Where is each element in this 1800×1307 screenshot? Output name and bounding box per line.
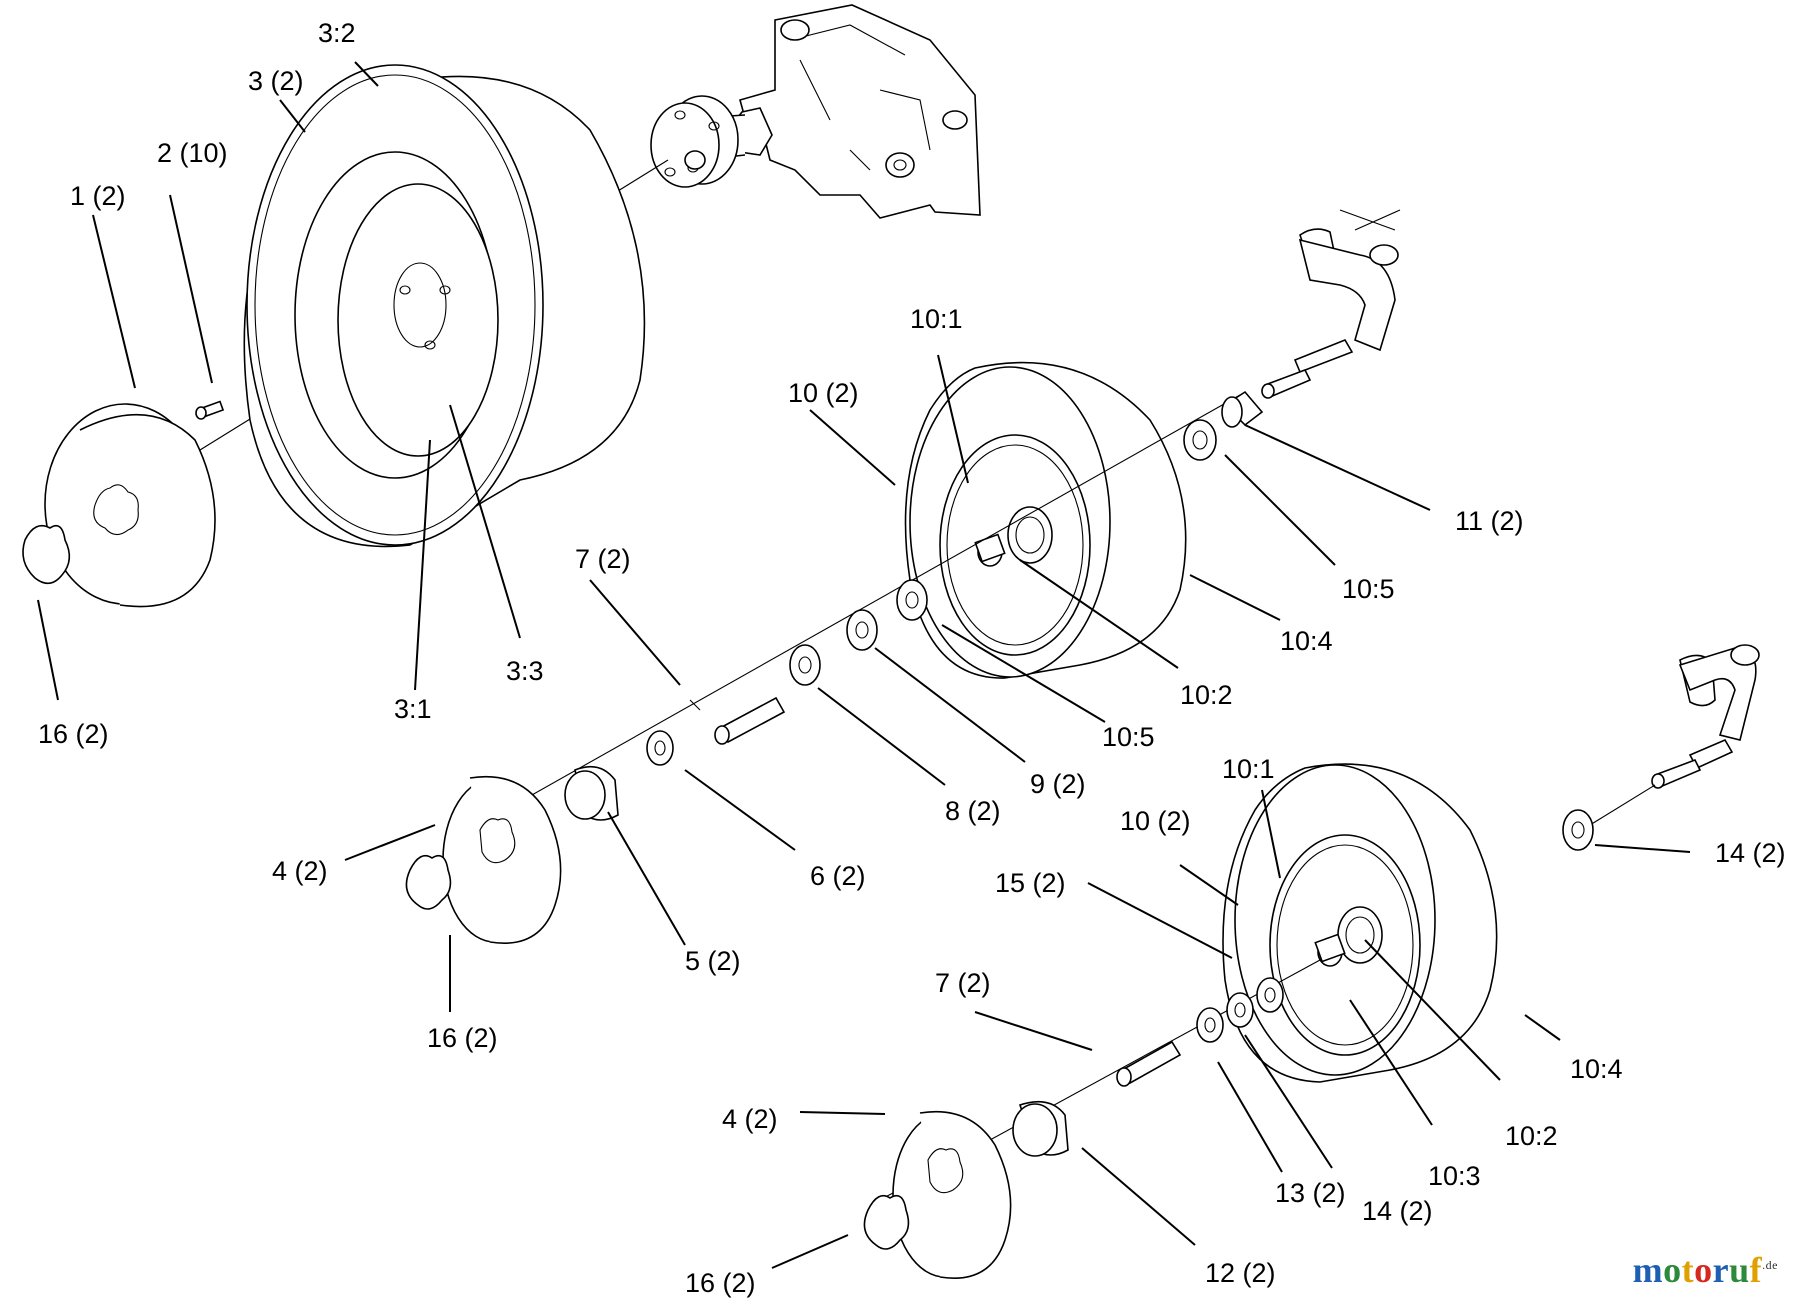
front-wheel-upper bbox=[904, 361, 1187, 679]
washer-15 bbox=[1256, 977, 1284, 1013]
callout-14-right: 14 (2) bbox=[1715, 838, 1786, 868]
callout-4-lower: 4 (2) bbox=[722, 1104, 778, 1134]
rear-cap-decal bbox=[22, 524, 71, 585]
callout-6: 6 (2) bbox=[810, 861, 866, 891]
callout-5: 5 (2) bbox=[685, 946, 741, 976]
rear-wheel bbox=[243, 64, 646, 548]
callout-10-upper: 10 (2) bbox=[788, 378, 859, 408]
logo-suffix: .de bbox=[1762, 1258, 1778, 1272]
front-hub-cap-upper bbox=[442, 775, 562, 944]
steering-spindle-lower bbox=[1589, 644, 1760, 826]
washer-10-5 bbox=[896, 579, 928, 621]
front-wheel-lower bbox=[1222, 763, 1498, 1083]
callout-10-1-upper: 10:1 bbox=[910, 304, 963, 334]
decal-lower-cap bbox=[863, 1194, 910, 1250]
callout-3-1: 3:1 bbox=[394, 694, 432, 724]
callout-3: 3 (2) bbox=[248, 66, 304, 96]
callout-7-upper: 7 (2) bbox=[575, 544, 631, 574]
callout-2: 2 (10) bbox=[157, 138, 228, 168]
front-hub-cap-lower bbox=[892, 1110, 1012, 1279]
logo-text: motoruf bbox=[1632, 1250, 1763, 1290]
callout-15: 15 (2) bbox=[995, 868, 1066, 898]
callout-3-2: 3:2 bbox=[318, 18, 356, 48]
callout-3-3: 3:3 bbox=[506, 656, 544, 686]
callout-10-4-upper: 10:4 bbox=[1280, 626, 1333, 656]
callout-12: 12 (2) bbox=[1205, 1258, 1276, 1288]
callout-13: 13 (2) bbox=[1275, 1178, 1346, 1208]
washer-8 bbox=[789, 644, 821, 686]
washer-14 bbox=[1226, 992, 1254, 1028]
bushing bbox=[1221, 390, 1264, 428]
callout-1: 1 (2) bbox=[70, 181, 126, 211]
spacer-washer bbox=[1183, 419, 1217, 461]
callout-16-lower: 16 (2) bbox=[685, 1268, 756, 1298]
washer-14-right bbox=[1562, 809, 1594, 851]
callout-10-2-upper: 10:2 bbox=[1180, 680, 1233, 710]
callout-10-5-mid: 10:5 bbox=[1102, 722, 1155, 752]
callout-14-lower: 14 (2) bbox=[1362, 1196, 1433, 1226]
washer-9 bbox=[846, 609, 878, 651]
callout-4-upper: 4 (2) bbox=[272, 856, 328, 886]
steering-spindle-upper bbox=[1261, 209, 1401, 399]
transaxle-housing bbox=[650, 4, 981, 219]
leader-lines bbox=[37, 61, 1691, 1269]
callout-8: 8 (2) bbox=[945, 796, 1001, 826]
callout-10-lower: 10 (2) bbox=[1120, 806, 1191, 836]
callout-7-lower: 7 (2) bbox=[935, 968, 991, 998]
washer-13 bbox=[1196, 1007, 1224, 1043]
callout-10-3: 10:3 bbox=[1428, 1161, 1481, 1191]
cap-12 bbox=[1012, 1100, 1069, 1157]
nut-6 bbox=[646, 730, 674, 766]
callout-9: 9 (2) bbox=[1030, 769, 1086, 799]
callout-10-4-lower: 10:4 bbox=[1570, 1054, 1623, 1084]
rear-hub-cap bbox=[44, 403, 216, 608]
callout-11: 11 (2) bbox=[1455, 506, 1524, 536]
decal-upper-cap bbox=[405, 854, 452, 910]
axle-bolt-lower bbox=[1116, 1040, 1182, 1087]
callout-10-1-lower: 10:1 bbox=[1222, 754, 1275, 784]
callout-10-5-upper: 10:5 bbox=[1342, 574, 1395, 604]
cap-5 bbox=[564, 765, 619, 821]
callout-16-upper: 16 (2) bbox=[427, 1023, 498, 1053]
callout-16-rear: 16 (2) bbox=[38, 719, 109, 749]
axle-bolt-upper bbox=[689, 696, 786, 745]
mounting-screw bbox=[195, 400, 225, 420]
motoruf-logo: motoruf.de bbox=[1633, 1249, 1778, 1291]
callout-10-2-lower: 10:2 bbox=[1505, 1121, 1558, 1151]
callout-labels: 3:2 3 (2) 2 (10) 1 (2) 16 (2) 3:1 3:3 10… bbox=[38, 18, 1786, 1298]
